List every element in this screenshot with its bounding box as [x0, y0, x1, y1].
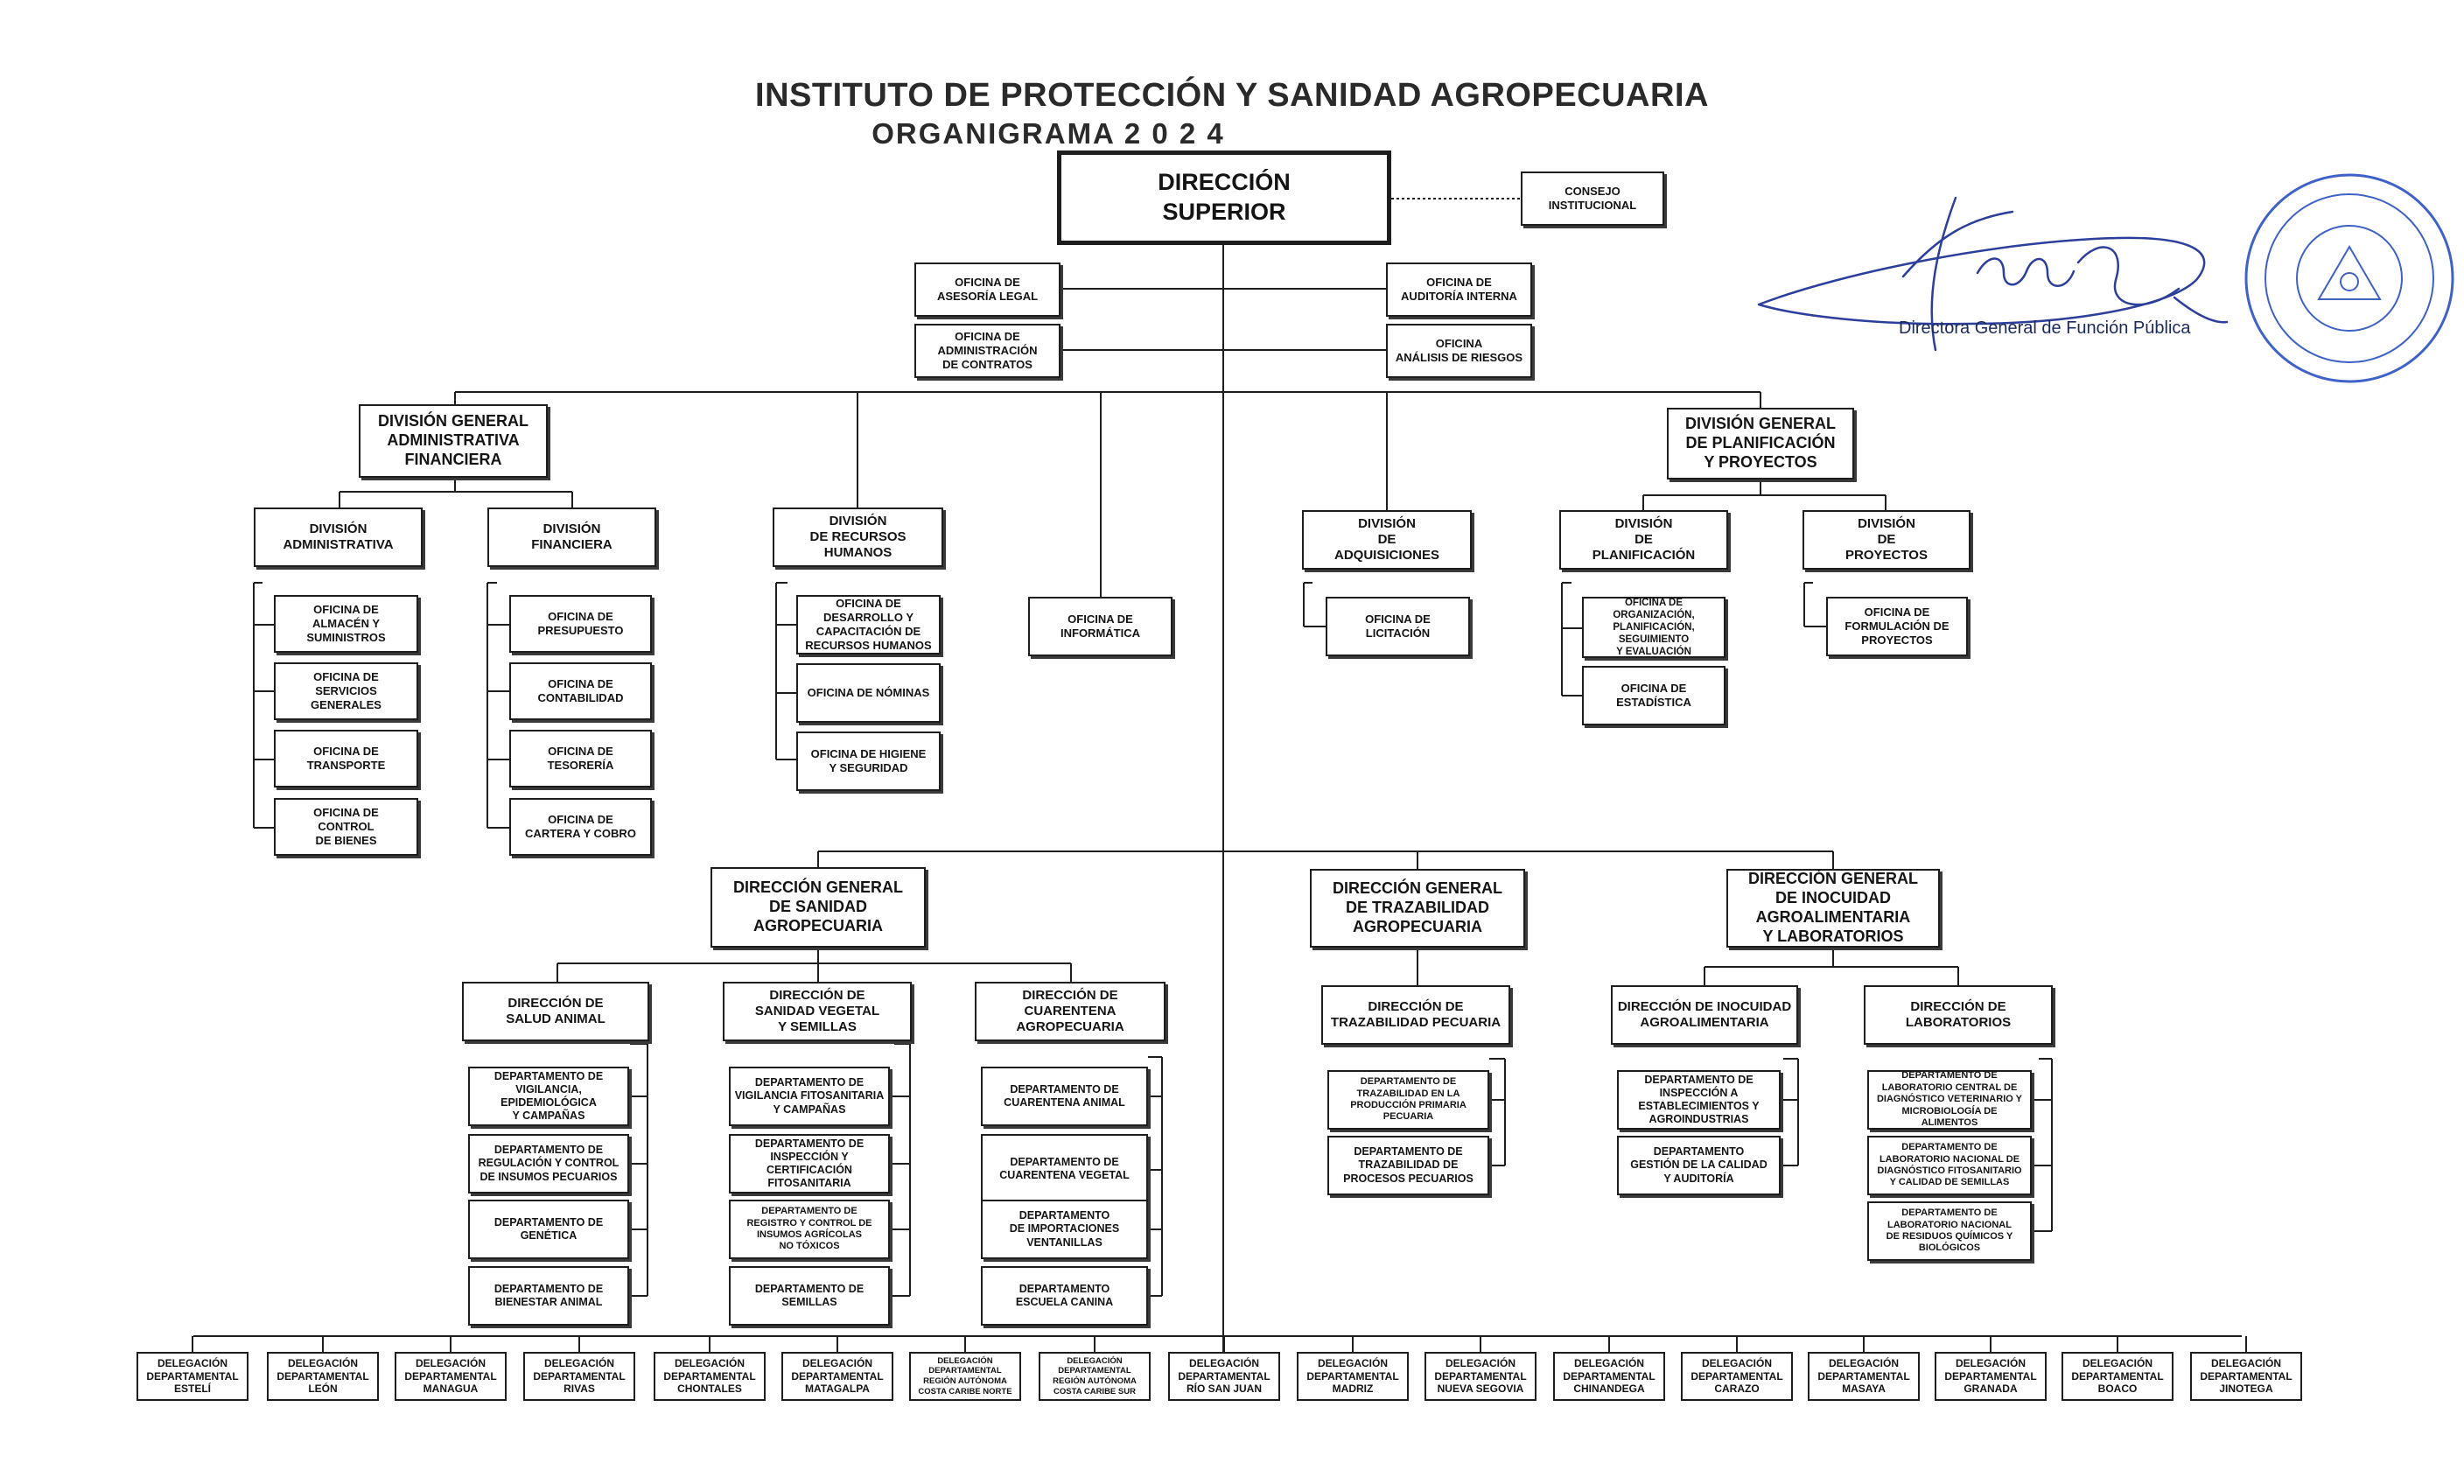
- depto-inspeccion-establecimientos-box[interactable]: DEPARTAMENTO DE INSPECCIÓN A ESTABLECIMI…: [1617, 1070, 1781, 1130]
- oficina-licitacion-box[interactable]: OFICINA DE LICITACIÓN: [1326, 597, 1470, 656]
- depto-semillas-box[interactable]: DEPARTAMENTO DE SEMILLAS: [729, 1266, 890, 1326]
- oficina-tesoreria-box[interactable]: OFICINA DE TESORERÍA: [509, 730, 652, 788]
- oficina-contabilidad-box[interactable]: OFICINA DE CONTABILIDAD: [509, 662, 652, 720]
- oficina-formulacion-proyectos-box[interactable]: OFICINA DE FORMULACIÓN DE PROYECTOS: [1826, 597, 1968, 656]
- signature-scribble: [1757, 196, 2229, 352]
- signature-caption: Directora General de Función Pública: [1899, 318, 2191, 338]
- depto-gestion-calidad-box[interactable]: DEPARTAMENTO GESTIÓN DE LA CALIDAD Y AUD…: [1617, 1136, 1781, 1195]
- delegacion-box[interactable]: DELEGACIÓN DEPARTAMENTAL MATAGALPA: [781, 1352, 893, 1401]
- delegacion-box[interactable]: DELEGACIÓN DEPARTAMENTAL CARAZO: [1681, 1352, 1793, 1401]
- division-financiera-box[interactable]: DIVISIÓN FINANCIERA: [487, 508, 656, 567]
- asesoria-legal-box[interactable]: OFICINA DE ASESORÍA LEGAL: [914, 262, 1060, 317]
- depto-inspeccion-certificacion-box[interactable]: DEPARTAMENTO DE INSPECCIÓN Y CERTIFICACI…: [729, 1134, 890, 1194]
- direccion-superior-box[interactable]: DIRECCIÓN SUPERIOR: [1057, 150, 1391, 245]
- delegacion-box[interactable]: DELEGACIÓN DEPARTAMENTAL RÍO SAN JUAN: [1168, 1352, 1280, 1401]
- oficina-cartera-cobro-box[interactable]: OFICINA DE CARTERA Y COBRO: [509, 798, 652, 856]
- oficina-desarrollo-capacitacion-box[interactable]: OFICINA DE DESARROLLO Y CAPACITACIÓN DE …: [796, 595, 941, 654]
- delegacion-box[interactable]: DELEGACIÓN DEPARTAMENTAL GRANADA: [1935, 1352, 2047, 1401]
- page-title: INSTITUTO DE PROTECCIÓN Y SANIDAD AGROPE…: [755, 77, 1709, 114]
- oficina-presupuesto-box[interactable]: OFICINA DE PRESUPUESTO: [509, 595, 652, 653]
- division-general-administrativa-box[interactable]: DIVISIÓN GENERAL ADMINISTRATIVA FINANCIE…: [359, 404, 548, 478]
- delegacion-box[interactable]: DELEGACIÓN DEPARTAMENTAL MANAGUA: [395, 1352, 507, 1401]
- delegacion-box[interactable]: DELEGACIÓN DEPARTAMENTAL CHONTALES: [654, 1352, 766, 1401]
- delegacion-box[interactable]: DELEGACIÓN DEPARTAMENTAL ESTELÍ: [136, 1352, 248, 1401]
- division-proyectos-box[interactable]: DIVISIÓN DE PROYECTOS: [1802, 510, 1970, 570]
- delegacion-box[interactable]: DELEGACIÓN DEPARTAMENTAL REGIÓN AUTÓNOMA…: [909, 1352, 1021, 1401]
- oficina-transporte-box[interactable]: OFICINA DE TRANSPORTE: [274, 730, 418, 788]
- direccion-inocuidad-box[interactable]: DIRECCIÓN DE INOCUIDAD AGROALIMENTARIA: [1611, 985, 1798, 1045]
- delegacion-box[interactable]: DELEGACIÓN DEPARTAMENTAL MASAYA: [1808, 1352, 1920, 1401]
- direccion-general-trazabilidad-box[interactable]: DIRECCIÓN GENERAL DE TRAZABILIDAD AGROPE…: [1310, 869, 1525, 948]
- delegacion-box[interactable]: DELEGACIÓN DEPARTAMENTAL REGIÓN AUTÓNOMA…: [1039, 1352, 1151, 1401]
- direccion-salud-animal-box[interactable]: DIRECCIÓN DE SALUD ANIMAL: [462, 982, 649, 1041]
- depto-importaciones-box[interactable]: DEPARTAMENTO DE IMPORTACIONES VENTANILLA…: [981, 1200, 1148, 1259]
- delegacion-box[interactable]: DELEGACIÓN DEPARTAMENTAL RIVAS: [523, 1352, 635, 1401]
- oficina-almacen-box[interactable]: OFICINA DE ALMACÉN Y SUMINISTROS: [274, 595, 418, 653]
- depto-vigilancia-fitosanitaria-box[interactable]: DEPARTAMENTO DE VIGILANCIA FITOSANITARIA…: [729, 1067, 890, 1126]
- depto-vigilancia-epidemiologica-box[interactable]: DEPARTAMENTO DE VIGILANCIA, EPIDEMIOLÓGI…: [468, 1067, 629, 1126]
- oficina-servicios-generales-box[interactable]: OFICINA DE SERVICIOS GENERALES: [274, 662, 418, 720]
- oficina-higiene-seguridad-box[interactable]: OFICINA DE HIGIENE Y SEGURIDAD: [796, 732, 941, 791]
- depto-escuela-canina-box[interactable]: DEPARTAMENTO ESCUELA CANINA: [981, 1266, 1148, 1326]
- direccion-general-sanidad-box[interactable]: DIRECCIÓN GENERAL DE SANIDAD AGROPECUARI…: [710, 867, 926, 948]
- depto-trazabilidad-procesos-box[interactable]: DEPARTAMENTO DE TRAZABILIDAD DE PROCESOS…: [1327, 1136, 1489, 1195]
- division-planificacion-box[interactable]: DIVISIÓN DE PLANIFICACIÓN: [1559, 510, 1728, 570]
- delegacion-box[interactable]: DELEGACIÓN DEPARTAMENTAL JINOTEGA: [2190, 1352, 2302, 1401]
- depto-bienestar-animal-box[interactable]: DEPARTAMENTO DE BIENESTAR ANIMAL: [468, 1266, 629, 1326]
- administracion-contratos-box[interactable]: OFICINA DE ADMINISTRACIÓN DE CONTRATOS: [914, 324, 1060, 378]
- official-seal: [2244, 173, 2454, 383]
- consejo-institucional-box[interactable]: CONSEJO INSTITUCIONAL: [1521, 172, 1664, 226]
- oficina-organizacion-planificacion-box[interactable]: OFICINA DE ORGANIZACIÓN, PLANIFICACIÓN, …: [1582, 597, 1726, 658]
- oficina-control-bienes-box[interactable]: OFICINA DE CONTROL DE BIENES: [274, 798, 418, 856]
- oficina-estadistica-box[interactable]: OFICINA DE ESTADÍSTICA: [1582, 666, 1726, 725]
- page-subtitle: ORGANIGRAMA 2 0 2 4: [872, 117, 1225, 150]
- division-adquisiciones-box[interactable]: DIVISIÓN DE ADQUISICIONES: [1302, 510, 1472, 570]
- depto-laboratorio-central-box[interactable]: DEPARTAMENTO DE LABORATORIO CENTRAL DE D…: [1867, 1070, 2032, 1130]
- direccion-laboratorios-box[interactable]: DIRECCIÓN DE LABORATORIOS: [1864, 985, 2053, 1045]
- division-administrativa-box[interactable]: DIVISIÓN ADMINISTRATIVA: [254, 508, 423, 567]
- depto-registro-insumos-agricolas-box[interactable]: DEPARTAMENTO DE REGISTRO Y CONTROL DE IN…: [729, 1200, 890, 1259]
- division-recursos-humanos-box[interactable]: DIVISIÓN DE RECURSOS HUMANOS: [773, 508, 943, 567]
- delegacion-box[interactable]: DELEGACIÓN DEPARTAMENTAL NUEVA SEGOVIA: [1424, 1352, 1536, 1401]
- depto-laboratorio-fitosanitario-box[interactable]: DEPARTAMENTO DE LABORATORIO NACIONAL DE …: [1867, 1136, 2032, 1195]
- oficina-informatica-box[interactable]: OFICINA DE INFORMÁTICA: [1028, 597, 1172, 656]
- direccion-sanidad-vegetal-box[interactable]: DIRECCIÓN DE SANIDAD VEGETAL Y SEMILLAS: [723, 982, 912, 1041]
- depto-cuarentena-vegetal-box[interactable]: DEPARTAMENTO DE CUARENTENA VEGETAL: [981, 1134, 1148, 1204]
- depto-laboratorio-residuos-box[interactable]: DEPARTAMENTO DE LABORATORIO NACIONAL DE …: [1867, 1201, 2032, 1261]
- depto-cuarentena-animal-box[interactable]: DEPARTAMENTO DE CUARENTENA ANIMAL: [981, 1067, 1148, 1126]
- depto-regulacion-insumos-box[interactable]: DEPARTAMENTO DE REGULACIÓN Y CONTROL DE …: [468, 1134, 629, 1194]
- delegacion-box[interactable]: DELEGACIÓN DEPARTAMENTAL BOACO: [2062, 1352, 2174, 1401]
- direccion-trazabilidad-pecuaria-box[interactable]: DIRECCIÓN DE TRAZABILIDAD PECUARIA: [1321, 985, 1510, 1045]
- delegacion-box[interactable]: DELEGACIÓN DEPARTAMENTAL LEÓN: [267, 1352, 379, 1401]
- depto-trazabilidad-produccion-box[interactable]: DEPARTAMENTO DE TRAZABILIDAD EN LA PRODU…: [1327, 1070, 1489, 1130]
- depto-genetica-box[interactable]: DEPARTAMENTO DE GENÉTICA: [468, 1200, 629, 1259]
- direccion-general-inocuidad-box[interactable]: DIRECCIÓN GENERAL DE INOCUIDAD AGROALIME…: [1726, 869, 1940, 948]
- delegacion-box[interactable]: DELEGACIÓN DEPARTAMENTAL CHINANDEGA: [1553, 1352, 1665, 1401]
- direccion-cuarentena-box[interactable]: DIRECCIÓN DE CUARENTENA AGROPECUARIA: [975, 982, 1166, 1041]
- oficina-nominas-box[interactable]: OFICINA DE NÓMINAS: [796, 663, 941, 723]
- analisis-riesgos-box[interactable]: OFICINA ANÁLISIS DE RIESGOS: [1386, 324, 1532, 378]
- delegacion-box[interactable]: DELEGACIÓN DEPARTAMENTAL MADRIZ: [1297, 1352, 1409, 1401]
- division-general-planificacion-box[interactable]: DIVISIÓN GENERAL DE PLANIFICACIÓN Y PROY…: [1667, 408, 1854, 480]
- auditoria-interna-box[interactable]: OFICINA DE AUDITORÍA INTERNA: [1386, 262, 1532, 317]
